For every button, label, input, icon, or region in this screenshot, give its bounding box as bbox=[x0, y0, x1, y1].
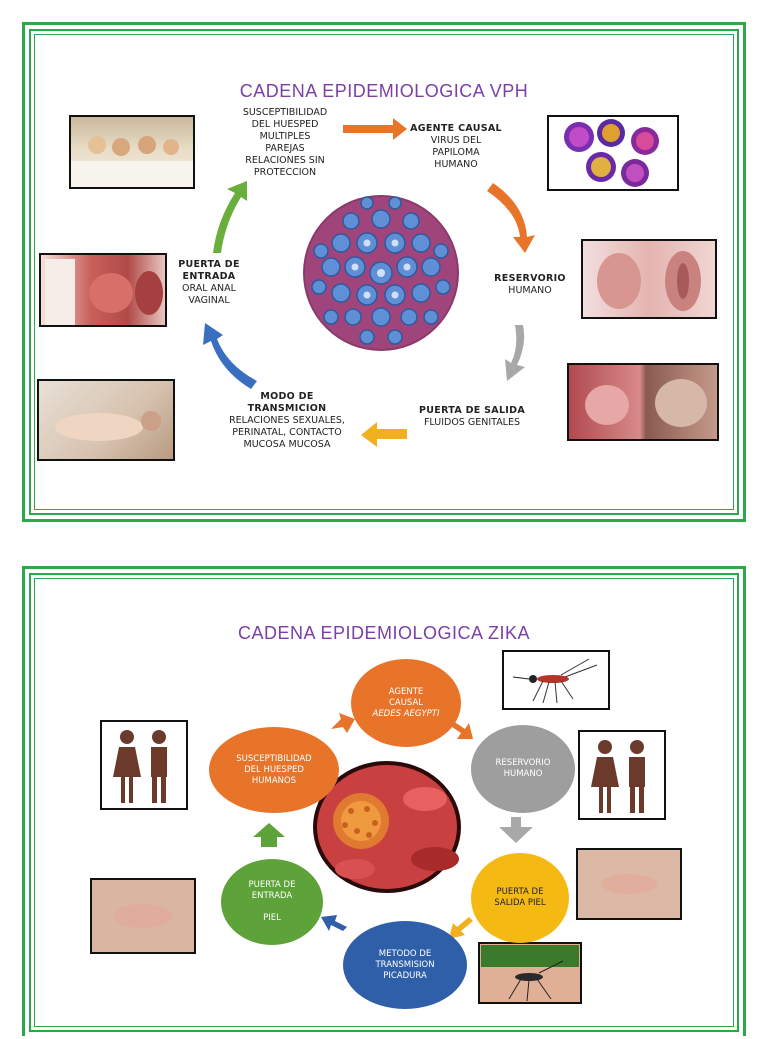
arrow-down-icon bbox=[499, 817, 533, 843]
couples-photo bbox=[69, 115, 195, 189]
susceptibilidad-node: SUSCEPTIBILIDAD DEL HUESPED HUMANOS bbox=[209, 727, 339, 813]
arrow-left-icon bbox=[449, 917, 473, 939]
arrow-left-icon bbox=[361, 422, 407, 447]
anatomy-photo bbox=[581, 239, 717, 319]
metodo-transmision-node: METODO DE TRANSMISION PICADURA bbox=[343, 921, 467, 1009]
susceptibilidad-label: SUSCEPTIBILIDAD DEL HUESPED MULTIPLES PA… bbox=[242, 107, 328, 178]
arrow-right-icon bbox=[449, 721, 473, 739]
zika-title: CADENA EPIDEMIOLOGICA ZIKA bbox=[237, 623, 531, 643]
arrow-up-icon bbox=[203, 323, 257, 389]
arrow-down-icon bbox=[487, 183, 535, 253]
puerta-entrada-node: PUERTA DE ENTRADA PIEL bbox=[221, 859, 323, 945]
zika-diagram bbox=[90, 650, 682, 1004]
puerta-salida-node: PUERTA DE SALIDA PIEL bbox=[471, 853, 569, 943]
agente-causal-node: AGENTE CAUSAL AEDES AEGYPTI bbox=[351, 659, 461, 747]
vph-arrows bbox=[203, 118, 535, 447]
agente-causal-label: AGENTE CAUSAL VIRUS DEL PAPILOMA HUMANO bbox=[410, 123, 502, 170]
arrow-left-icon bbox=[321, 915, 347, 931]
reservorio-node: RESERVORIO HUMANO bbox=[471, 725, 575, 813]
clinical-photo bbox=[39, 253, 167, 327]
arrow-down-icon bbox=[505, 325, 525, 381]
zika-virus-illustration bbox=[313, 761, 461, 893]
virus-particles-photo bbox=[547, 115, 679, 191]
people-icon bbox=[100, 720, 188, 810]
mosquito-bite-photo bbox=[478, 942, 582, 1004]
puerta-entrada-label: PUERTA DE ENTRADA ORAL ANAL VAGINAL bbox=[178, 259, 240, 306]
arrow-up-icon bbox=[253, 823, 285, 847]
couple-bed-photo bbox=[37, 379, 175, 461]
people-icon bbox=[578, 730, 666, 820]
skin-photo bbox=[576, 848, 682, 920]
vph-panel: CADENA EPIDEMIOLOGICA VPH bbox=[22, 22, 746, 522]
arrow-up-icon bbox=[213, 181, 247, 253]
reservorio-label: RESERVORIO HUMANO bbox=[494, 273, 566, 296]
skin-photo bbox=[90, 878, 196, 954]
puerta-salida-label: PUERTA DE SALIDA FLUIDOS GENITALES bbox=[419, 405, 525, 428]
modo-transmision-label: MODO DE TRANSMICION RELACIONES SEXUALES,… bbox=[229, 391, 345, 450]
zika-panel: CADENA EPIDEMIOLOGICA ZIKA bbox=[22, 566, 746, 1036]
mosquito-icon bbox=[502, 650, 610, 710]
virus-illustration bbox=[303, 195, 459, 351]
arrow-right-icon bbox=[331, 713, 355, 733]
lesions-photo bbox=[567, 363, 719, 441]
arrow-right-icon bbox=[343, 118, 407, 140]
vph-title: CADENA EPIDEMIOLOGICA VPH bbox=[239, 81, 529, 101]
